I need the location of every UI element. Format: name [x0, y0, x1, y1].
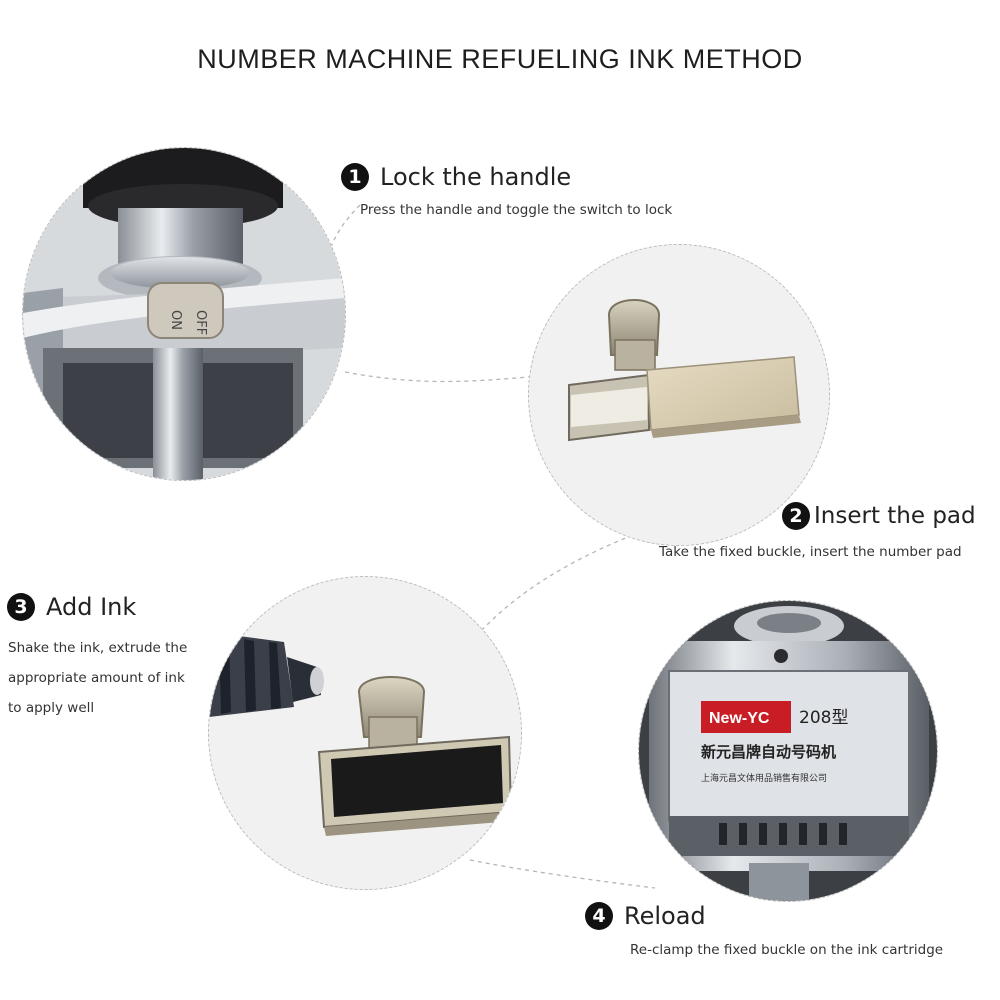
- step-3-heading: 3 Add Ink: [7, 593, 136, 621]
- connector-2-3: [479, 531, 641, 633]
- step-2-description: Take the fixed buckle, insert the number…: [659, 544, 962, 560]
- step-4-heading: 4 Reload: [585, 902, 706, 930]
- svg-text:ON: ON: [168, 310, 183, 330]
- step-3-description-line-3: to apply well: [8, 700, 95, 716]
- step-3-title: Add Ink: [46, 593, 137, 621]
- lock-handle-illustration: ON OFF: [23, 148, 345, 480]
- step-2-heading: 2 Insert the pad: [782, 502, 976, 530]
- connector-1-2: [344, 371, 541, 383]
- connector-3-4: [469, 859, 656, 889]
- svg-text:OFF: OFF: [193, 310, 208, 335]
- svg-text:New-YC: New-YC: [709, 710, 770, 727]
- photo-insert-pad: [528, 244, 830, 546]
- on-off-switch: ON OFF: [147, 282, 224, 339]
- add-ink-illustration: [209, 577, 521, 889]
- connector-title-1: [329, 204, 361, 251]
- step-1-heading: 1 Lock the handle: [341, 163, 571, 191]
- svg-text:208型: 208型: [799, 708, 848, 728]
- number-1-badge: 1: [341, 163, 369, 191]
- svg-text:新元昌牌自动号码机: 新元昌牌自动号码机: [701, 743, 836, 761]
- photo-add-ink: [208, 576, 522, 890]
- ink-bottle: [209, 632, 324, 717]
- step-4-description: Re-clamp the fixed buckle on the ink car…: [630, 942, 944, 958]
- step-3-description-line-1: Shake the ink, extrude the: [8, 640, 188, 656]
- brand-label: New-YC 208型 新元昌牌自动号码机 上海元昌文体用品销售有限公司: [701, 701, 848, 784]
- number-2-badge: 2: [782, 502, 810, 530]
- step-3-description-line-2: appropriate amount of ink: [8, 670, 185, 686]
- photo-reload: New-YC 208型 新元昌牌自动号码机 上海元昌文体用品销售有限公司: [638, 600, 938, 902]
- number-4-badge: 4: [585, 902, 613, 930]
- svg-text:上海元昌文体用品销售有限公司: 上海元昌文体用品销售有限公司: [701, 772, 827, 784]
- insert-pad-illustration: [529, 245, 829, 545]
- step-1-description: Press the handle and toggle the switch t…: [360, 202, 673, 218]
- photo-lock-handle: ON OFF: [22, 147, 346, 481]
- step-4-title: Reload: [624, 902, 706, 930]
- number-3-badge: 3: [7, 593, 35, 621]
- page-title: NUMBER MACHINE REFUELING INK METHOD: [197, 44, 803, 74]
- step-2-title: Insert the pad: [814, 503, 976, 529]
- reload-illustration: New-YC 208型 新元昌牌自动号码机 上海元昌文体用品销售有限公司: [639, 601, 937, 901]
- step-1-title: Lock the handle: [380, 163, 572, 191]
- step-3-description: Shake the ink, extrude the appropriate a…: [8, 633, 187, 723]
